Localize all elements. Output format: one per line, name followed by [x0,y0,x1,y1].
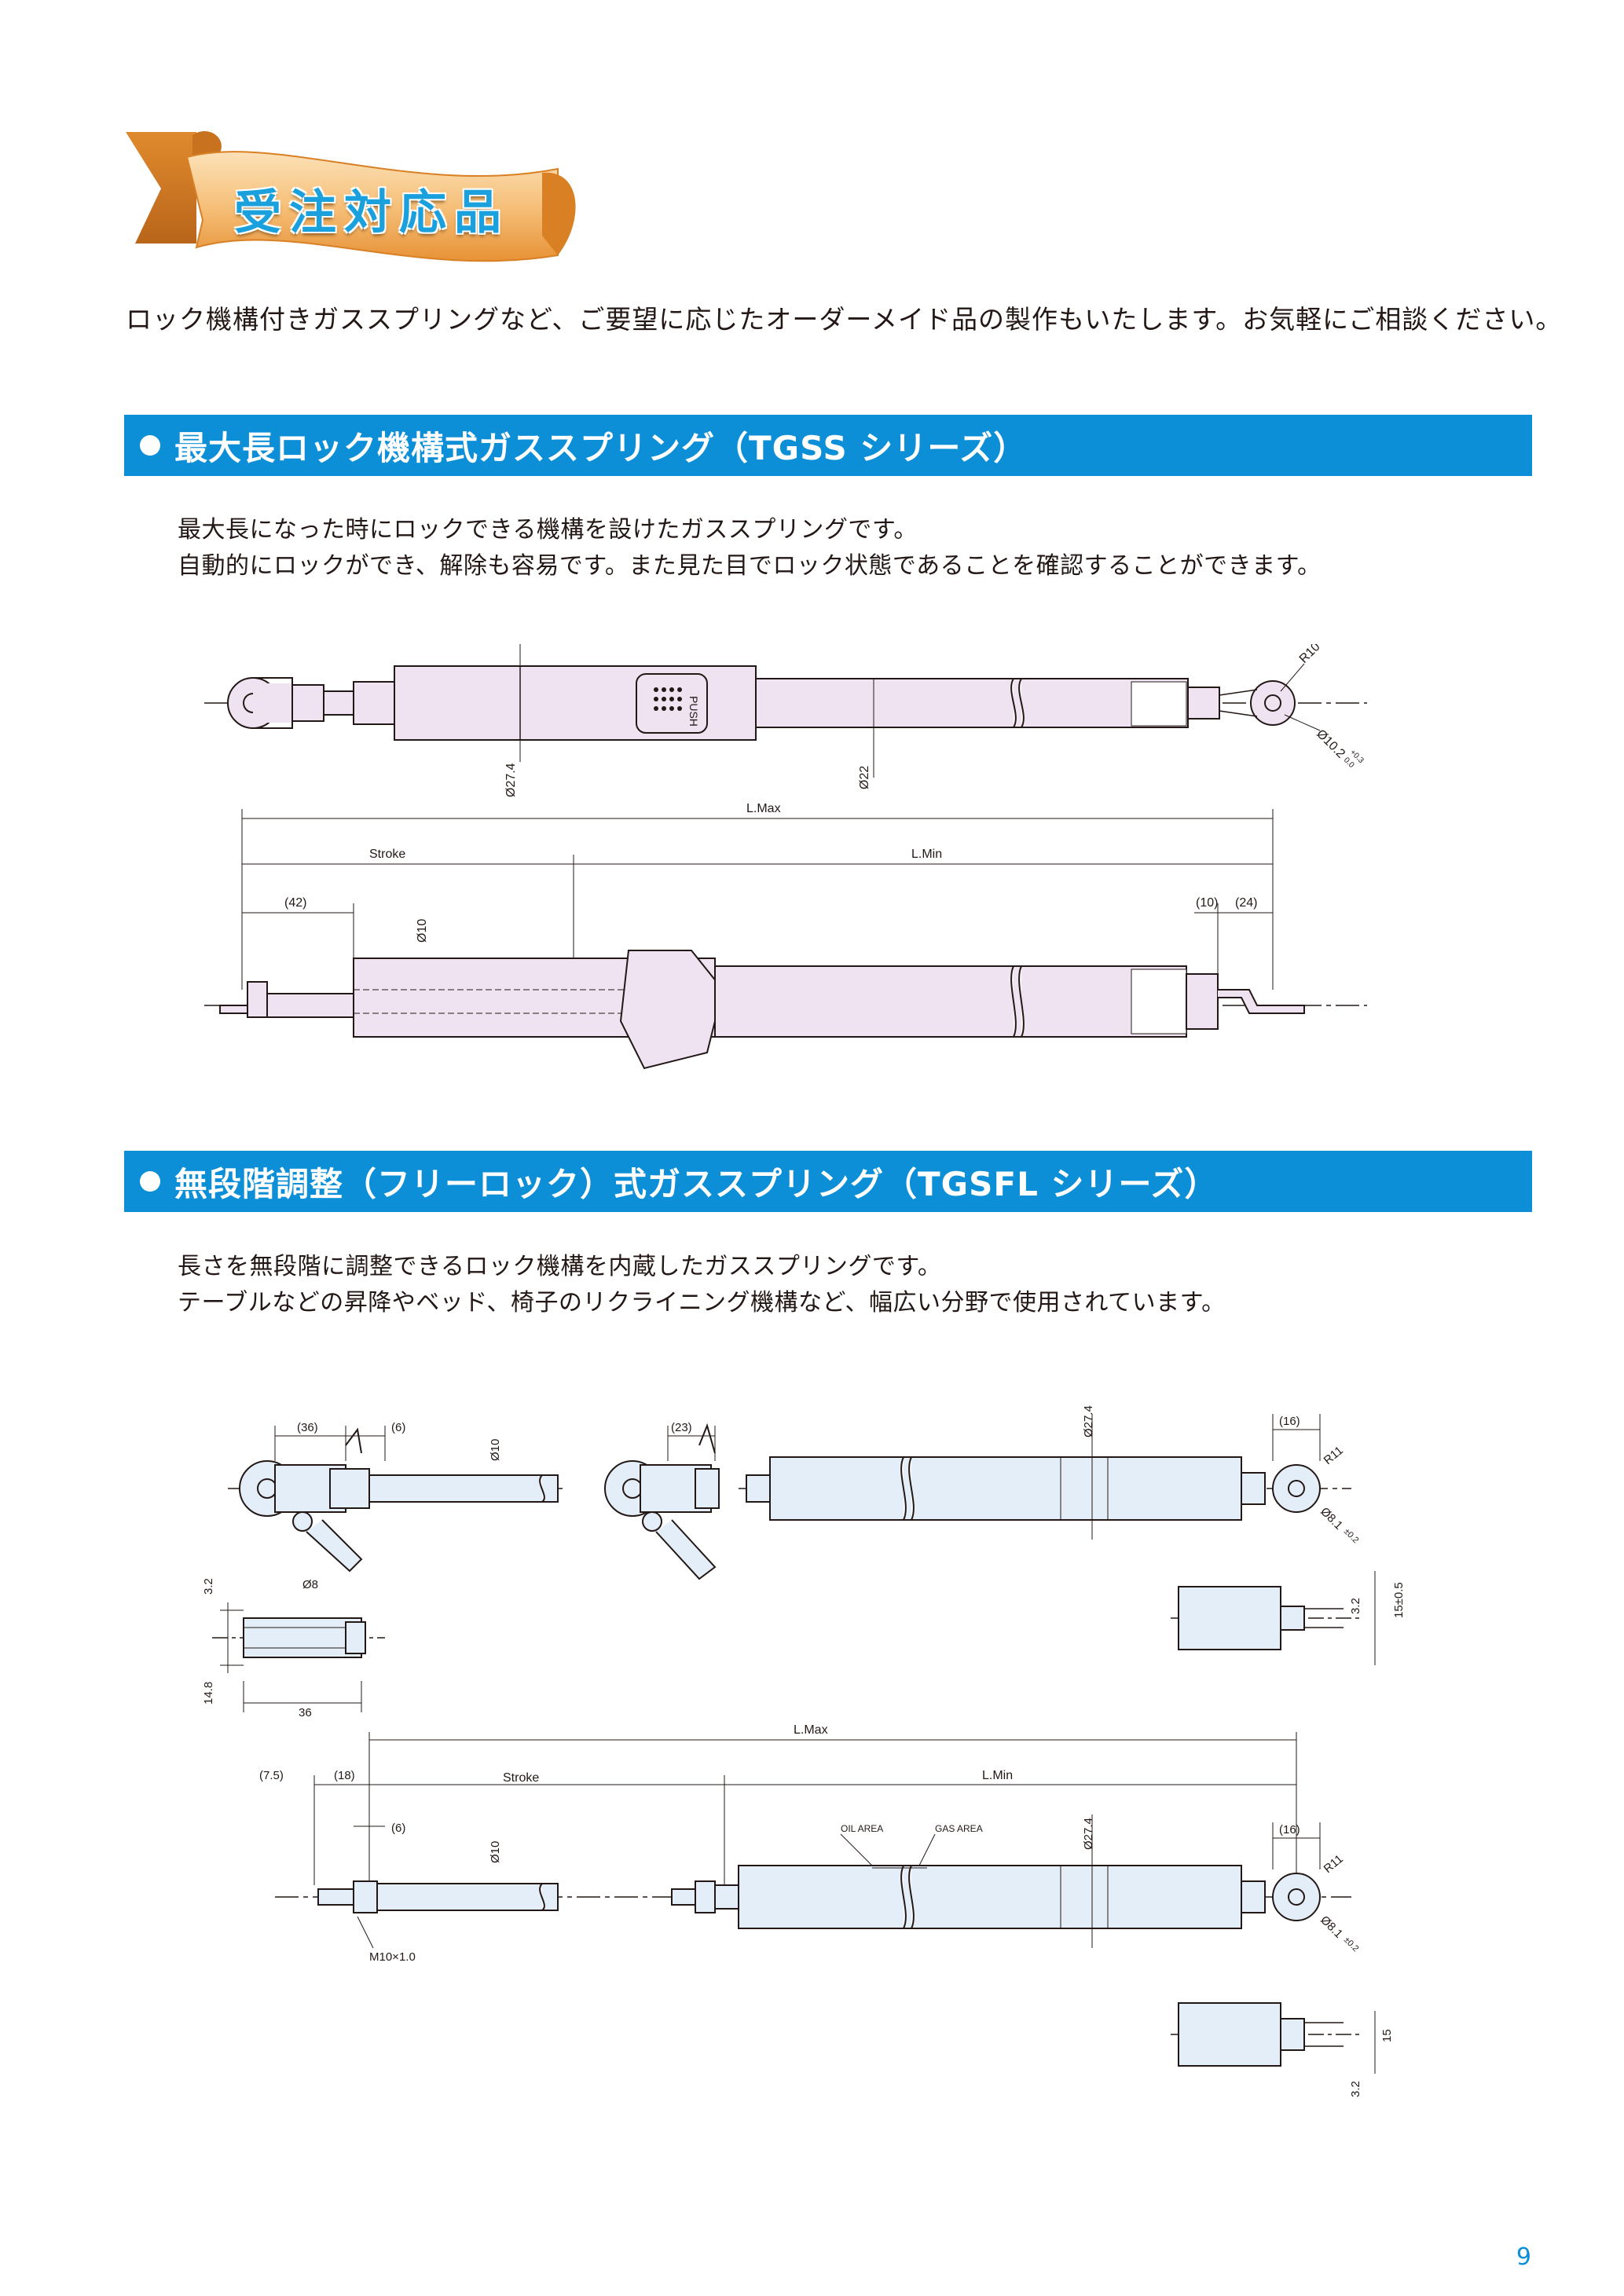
tol-02: ±0.2 [1342,1527,1361,1546]
intro-text: ロック機構付きガススプリングなど、ご要望に応じたオーダーメイド品の製作もいたしま… [126,304,1563,335]
bullet-icon [140,435,160,456]
dim-d10: Ø10 [416,919,429,943]
tgss-drawing: PUSH Ø27.4 Ø22 R10 Ø10.2 +0.3 0.0 L.Max … [204,644,1367,1070]
dim-148: 14.8 [202,1682,215,1705]
dim-10: (10) [1196,896,1218,910]
dim-42: (42) [284,896,306,910]
cylinder-tube [755,678,1189,728]
cylinder-tube [769,1456,1242,1521]
dim-32c: 3.2 [1349,2081,1362,2097]
dim-r11b: R11 [1322,1852,1346,1876]
dim-lmax: L.Max [746,802,781,815]
dim-d274: Ø27.4 [504,763,518,797]
label-gas-area: GAS AREA [935,1823,983,1834]
dim-d8: Ø8 [302,1578,318,1591]
push-dots [654,687,682,711]
dim-16b: (16) [1279,1823,1300,1836]
dim-32b: 3.2 [1349,1598,1362,1614]
tgsfl-drawing: (36) (6) Ø10 (23) Ø27.4 (16) R11 Ø8.1 ±0… [202,1405,1406,2097]
dim-stroke: Stroke [369,848,405,861]
dim-36b: 36 [299,1706,312,1719]
dim-16: (16) [1279,1415,1300,1428]
dim-75: (7.5) [259,1769,284,1782]
banner-title: 受注対応品 [234,185,509,240]
dim-stroke: Stroke [503,1771,539,1785]
dim-15: 15 [1380,2029,1394,2042]
section-title-tgss: 最大長ロック機構式ガススプリング（TGSS シリーズ） [124,415,1532,476]
dim-d274: Ø27.4 [1082,1405,1095,1437]
dim-24: (24) [1235,896,1257,910]
dim-d102: Ø10.2 [1314,727,1347,761]
tol-02b: ±0.2 [1342,1935,1361,1954]
thread-m10: M10×1.0 [369,1950,416,1964]
dim-d274b: Ø27.4 [1082,1818,1095,1850]
dim-d10: Ø10 [489,1439,502,1461]
dim-lmin: L.Min [982,1769,1013,1782]
dim-r10: R10 [1297,644,1323,666]
section-title-text: 無段階調整（フリーロック）式ガススプリング（TGSFL シリーズ） [174,1164,1219,1203]
desc-line: テーブルなどの昇降やベッド、椅子のリクライニング機構など、幅広い分野で使用されて… [178,1289,1226,1316]
dim-23: (23) [671,1421,692,1434]
desc-line: 最大長になった時にロックできる機構を設けたガススプリングです。 [178,516,918,544]
bullet-icon [140,1171,160,1192]
cylinder-tube-bottom [738,1865,1242,1929]
dim-155: 15±0.5 [1392,1582,1406,1618]
desc-line: 長さを無段階に調整できるロック機構を内蔵したガススプリングです。 [178,1253,942,1280]
dim-18: (18) [334,1769,355,1782]
dim-32: 3.2 [202,1578,215,1595]
dim-36: (36) [297,1421,318,1434]
right-eye [1250,680,1296,726]
label-oil-area: OIL AREA [841,1823,883,1834]
dim-r11: R11 [1322,1444,1346,1467]
section-desc-tgss: 最大長になった時にロックできる機構を設けたガススプリングです。 自動的にロックが… [178,512,1322,584]
dim-lmin: L.Min [911,848,942,861]
section-desc-tgsfl: 長さを無段階に調整できるロック機構を内蔵したガススプリングです。 テーブルなどの… [178,1249,1226,1321]
section-title-text: 最大長ロック機構式ガススプリング（TGSS シリーズ） [174,428,1028,467]
dim-lmax: L.Max [794,1723,828,1737]
dim-6: (6) [391,1421,405,1434]
dim-d22: Ø22 [858,766,871,789]
dim-d10b: Ø10 [489,1841,502,1863]
desc-line: 自動的にロックができ、解除も容易です。また見た目でロック状態であることを確認する… [178,552,1322,580]
dim-d81: Ø8.1 [1318,1505,1345,1532]
dim-d81b: Ø8.1 [1318,1913,1345,1941]
banner-ribbon [126,131,576,262]
section-title-tgsfl: 無段階調整（フリーロック）式ガススプリング（TGSFL シリーズ） [124,1151,1532,1212]
dim-6b: (6) [391,1822,405,1835]
page-number: 9 [1516,2243,1531,2271]
push-label: PUSH [687,696,700,727]
